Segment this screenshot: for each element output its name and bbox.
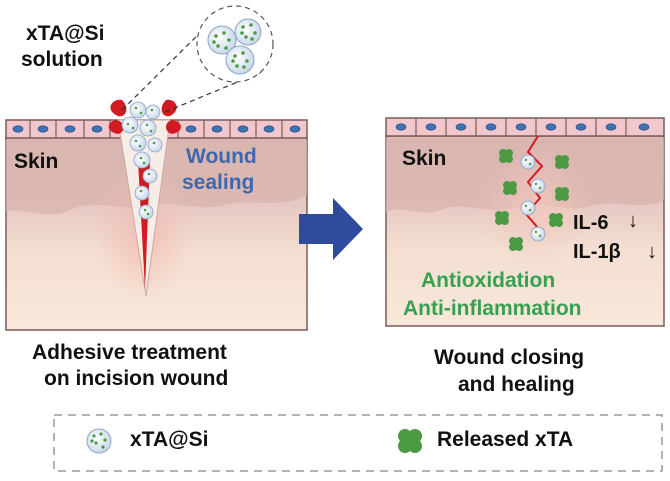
left-caption-line1: Adhesive treatment xyxy=(32,341,227,364)
il6-label: IL-6 xyxy=(573,212,609,234)
il6-down-arrow: ↓ xyxy=(628,210,638,232)
solution-label-line1: xTA@Si xyxy=(26,22,105,45)
antioxidation-label: Antioxidation xyxy=(421,269,556,292)
legend-xta-si-label: xTA@Si xyxy=(130,428,209,451)
left-caption-line2: on incision wound xyxy=(44,367,229,390)
right-caption-line2: and healing xyxy=(458,373,575,396)
adhesive-flap-left xyxy=(110,99,127,117)
wound-particles xyxy=(121,101,163,220)
solution-label-line2: solution xyxy=(21,48,103,71)
left-skin-label: Skin xyxy=(14,150,59,173)
legend-xta-si-icon xyxy=(86,428,112,454)
wound-sealing-label-line1: Wound xyxy=(186,145,257,168)
adhesive-flap-left-2 xyxy=(108,120,124,134)
right-particles xyxy=(520,154,546,242)
released-xta-clusters xyxy=(495,149,569,251)
process-arrow xyxy=(299,198,363,260)
right-skin-panel xyxy=(385,117,665,327)
zoom-line-left xyxy=(121,27,206,111)
right-caption-line1: Wound closing xyxy=(434,346,585,369)
adhesive-flap-right-2 xyxy=(166,120,181,134)
legend-released-xta-icon xyxy=(398,429,422,453)
left-skin-panel xyxy=(5,5,308,331)
zoom-particles xyxy=(207,18,262,75)
wound-sealing-label-line2: sealing xyxy=(182,171,255,194)
right-skin-label: Skin xyxy=(402,147,447,170)
anti-inflammation-label: Anti-inflammation xyxy=(403,297,582,320)
legend-released-xta-label: Released xTA xyxy=(437,428,574,451)
il1b-down-arrow: ↓ xyxy=(647,241,657,263)
il1b-label: IL-1β xyxy=(573,241,621,263)
right-epidermis xyxy=(385,117,665,137)
legend-box xyxy=(53,414,663,472)
